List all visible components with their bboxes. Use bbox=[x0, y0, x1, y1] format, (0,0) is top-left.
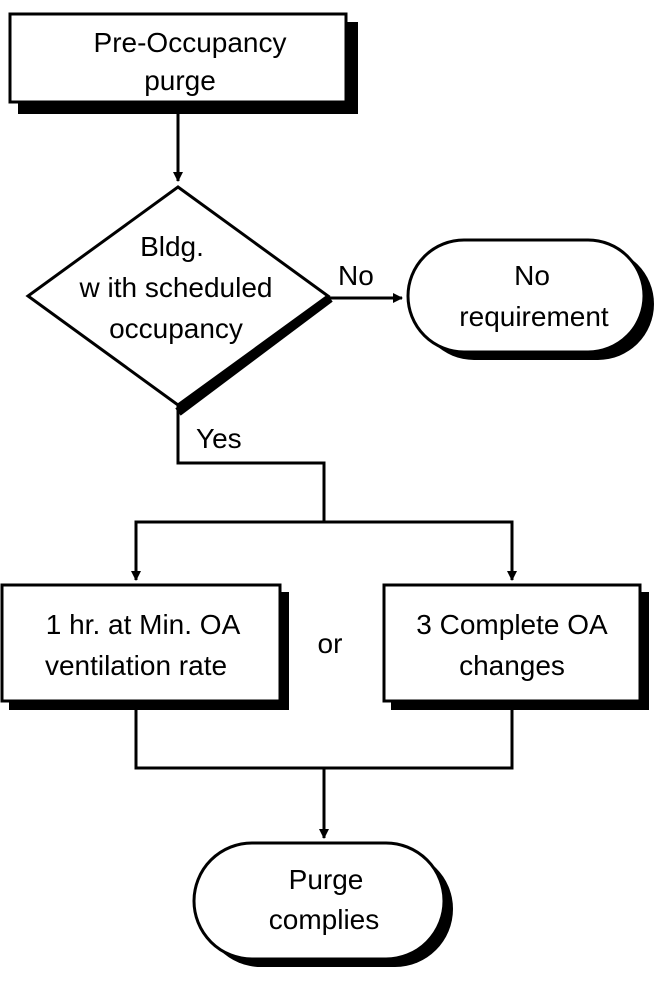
decision-label-line1: Bldg. bbox=[140, 231, 204, 262]
option-b-box bbox=[382, 583, 642, 703]
decision-label-line3: occupancy bbox=[109, 313, 243, 344]
edge-yes-label: Yes bbox=[196, 423, 242, 454]
edge-yes bbox=[176, 405, 326, 522]
option-a-label-line2: ventilation rate bbox=[45, 650, 227, 681]
decision-shadow bbox=[175, 294, 333, 416]
purge-complies-node: Purge complies bbox=[192, 841, 453, 967]
purge-complies-label-line1: Purge bbox=[289, 864, 364, 895]
option-a-box bbox=[0, 583, 282, 703]
edge-merge bbox=[134, 710, 514, 770]
edge-no-label: No bbox=[338, 260, 374, 291]
no-requirement-box bbox=[406, 238, 646, 354]
no-requirement-label-line2: requirement bbox=[459, 301, 609, 332]
pre-occupancy-purge-node: Pre-Occupancy purge bbox=[8, 12, 358, 114]
purge-complies-box bbox=[192, 841, 446, 961]
option-b-node: 3 Complete OA changes bbox=[382, 583, 649, 710]
purge-complies-label-line2: complies bbox=[269, 904, 379, 935]
option-b-label-line1: 3 Complete OA bbox=[416, 609, 608, 640]
edge-split bbox=[134, 520, 514, 575]
decision-node: Bldg. w ith scheduled occupancy bbox=[25, 185, 333, 416]
decision-label-line2: w ith scheduled bbox=[78, 272, 272, 303]
option-a-node: 1 hr. at Min. OA ventilation rate bbox=[0, 583, 289, 710]
or-label: or bbox=[318, 628, 343, 659]
no-requirement-node: No requirement bbox=[406, 238, 654, 360]
option-b-label-line2: changes bbox=[459, 650, 565, 681]
pre-occupancy-label-line2: purge bbox=[144, 65, 216, 96]
option-a-label-line1: 1 hr. at Min. OA bbox=[46, 609, 241, 640]
pre-occupancy-label-line1: Pre-Occupancy bbox=[94, 27, 287, 58]
pre-occupancy-box bbox=[8, 12, 348, 104]
no-requirement-label-line1: No bbox=[514, 260, 550, 291]
